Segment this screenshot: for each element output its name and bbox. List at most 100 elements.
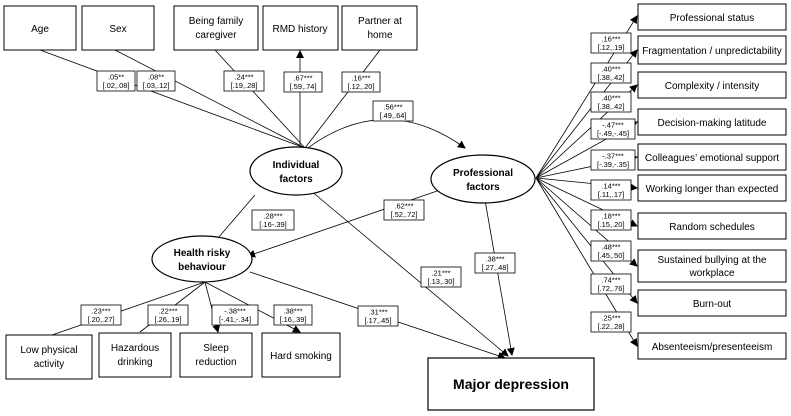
- label-age: Age: [31, 24, 49, 35]
- coef-value: .62***: [394, 202, 413, 211]
- label-caregiver-1: Being family: [189, 16, 243, 27]
- label-hazardous-1: Hazardous: [111, 343, 159, 354]
- coef-ci: [.17,.45]: [364, 316, 391, 325]
- coef-fragmentation: .40***[.38,.42]: [590, 62, 632, 84]
- edge-health-lowactivity: [51, 281, 206, 336]
- coef-value: .18***: [601, 212, 620, 221]
- box-sleep: [179, 332, 253, 378]
- label-caregiver-2: caregiver: [195, 30, 237, 41]
- coef-box: [341, 71, 381, 93]
- label-burnout: Burn-out: [693, 299, 732, 310]
- coef-ci: [.49,.64]: [379, 111, 406, 120]
- box-rmd: [262, 5, 339, 51]
- box-hazardous: [98, 332, 172, 378]
- coef-box: [273, 304, 313, 326]
- coef-box: [420, 266, 462, 288]
- box-colleagues: [637, 143, 787, 171]
- coef-ind-prof: .56***[.49,.64]: [372, 100, 414, 122]
- coef-ci: [.19,.28]: [230, 81, 257, 90]
- label-partner-1: Partner at: [358, 16, 402, 27]
- coef-value: .08**: [148, 73, 164, 82]
- node-health: [151, 235, 253, 283]
- coef-value: .24***: [234, 73, 253, 82]
- coef-value: .25***: [601, 314, 620, 323]
- coef-ind-dep: .21***[.13,.30]: [420, 266, 462, 288]
- coef-box: [590, 32, 632, 54]
- coef-box: [590, 273, 632, 295]
- label-sleep-1: Sleep: [203, 343, 229, 354]
- coef-box: [283, 71, 323, 93]
- label-rmd: RMD history: [272, 24, 327, 35]
- coef-ind-health: .28***[.16-.39]: [251, 209, 295, 231]
- top-boxes: [3, 5, 418, 51]
- coef-value: .21***: [431, 269, 450, 278]
- coef-value: .16***: [601, 35, 620, 44]
- label-complexity: Complexity / intensity: [665, 81, 759, 92]
- coef-box: [590, 179, 632, 201]
- coef-ci: [.11,.17]: [598, 190, 625, 199]
- coef-ci: [.27,.48]: [481, 263, 508, 272]
- latent-nodes: [151, 146, 536, 283]
- coef-burnout: .74***[.72,.76]: [590, 273, 632, 295]
- label-professional-2: factors: [466, 182, 500, 193]
- coef-box: [590, 240, 632, 262]
- coef-absenteeism: .25***[.22,.28]: [590, 311, 632, 333]
- coef-box: [383, 199, 425, 221]
- label-partner-2: home: [367, 30, 392, 41]
- coef-box: [590, 209, 632, 231]
- box-caregiver: [173, 5, 259, 51]
- coef-low-activity: .23***[.20,.27]: [80, 304, 122, 326]
- coef-box: [590, 91, 632, 113]
- coef-complexity: .40***[.38,.42]: [590, 91, 632, 113]
- box-complexity: [637, 71, 787, 99]
- label-health-2: behaviour: [178, 262, 226, 273]
- label-bullying-2: workplace: [688, 268, 734, 279]
- box-working-longer: [637, 174, 787, 202]
- right-labels: Professional status Fragmentation / unpr…: [642, 13, 782, 353]
- label-professional-1: Professional: [453, 168, 513, 179]
- edge-caregiver-individual: [214, 49, 306, 149]
- edge-professional-depression: [484, 199, 515, 356]
- label-low-activity-1: Low physical: [20, 345, 77, 356]
- coef-box: [96, 70, 136, 92]
- coef-partner: .16***[.12,.20]: [341, 71, 381, 93]
- coef-ci: [.26,.19]: [154, 315, 181, 324]
- coef-value: -.47***: [602, 121, 624, 130]
- coef-ci: [-.39,-.35]: [597, 160, 629, 169]
- edge-partner-individual: [304, 49, 381, 149]
- coef-ci: [.38,.42]: [597, 73, 624, 82]
- coef-value: .40***: [601, 65, 620, 74]
- coef-value: .67***: [293, 74, 312, 83]
- coef-rmd: .67***[.59,.74]: [283, 71, 323, 93]
- label-individual-1: Individual: [273, 160, 320, 171]
- edge-individual-health: [217, 194, 256, 239]
- coef-box: [474, 252, 516, 274]
- coef-ci: [.13,.30]: [427, 277, 454, 286]
- label-bullying-1: Sustained bullying at the: [658, 255, 767, 266]
- label-hazardous-2: drinking: [117, 357, 152, 368]
- coef-prof-dep: .38***[.27,.48]: [474, 252, 516, 274]
- coef-value: .14***: [601, 182, 620, 191]
- coef-box: [223, 70, 265, 92]
- coef-value: .56***: [383, 103, 402, 112]
- coef-box: [372, 100, 414, 122]
- coef-ci: [.03,.12]: [142, 81, 169, 90]
- label-absenteeism: Absenteeism/presenteeism: [652, 342, 773, 353]
- coef-sex: .08**[.03,.12]: [136, 70, 176, 92]
- coef-ci: [.16-.39]: [259, 220, 287, 229]
- coef-box: [357, 305, 399, 327]
- edges: [39, 15, 638, 360]
- node-professional: [430, 154, 536, 204]
- coefficient-layer: .05**[.02,.08].08**[.03,.12].24***[.19,.…: [80, 32, 636, 333]
- coef-value: .48***: [601, 243, 620, 252]
- coef-health-dep: .31***[.17,.45]: [357, 305, 399, 327]
- label-decision: Decision-making latitude: [658, 118, 767, 129]
- coef-random: .18***[.15,.20]: [590, 209, 632, 231]
- coef-value: .38***: [283, 307, 302, 316]
- coef-sleep: -.38***[-.41,-.34]: [211, 304, 259, 326]
- coef-box: [590, 149, 636, 171]
- label-colleagues: Colleagues’ emotional support: [645, 153, 779, 164]
- box-fragmentation: [637, 35, 787, 65]
